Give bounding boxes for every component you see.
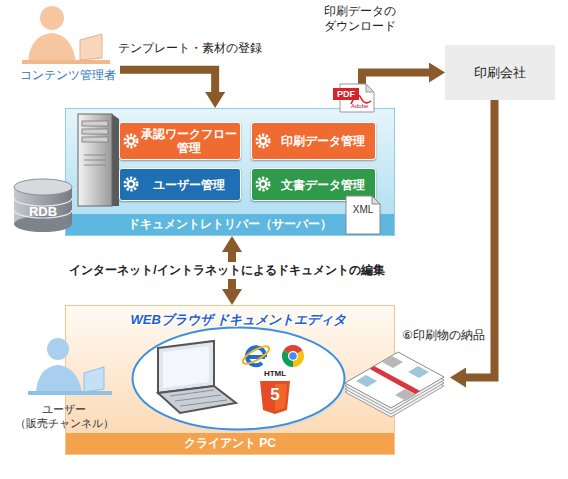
node-label: 印刷データ管理	[281, 134, 365, 148]
node-label: XML	[345, 204, 381, 215]
paper-sheet	[345, 352, 444, 408]
person-body	[36, 365, 82, 392]
chrome-logo	[283, 345, 302, 356]
node-label: 承認ワークフロー 管理	[140, 127, 238, 155]
node-label: WEBブラウザ ドキュメントエディタ	[101, 311, 376, 329]
desk	[22, 60, 110, 64]
laptop-keyboard	[158, 386, 236, 413]
pdf-tag	[333, 88, 359, 100]
node-label: 文書データ管理	[281, 178, 365, 192]
chrome-logo	[293, 351, 304, 368]
paper-sheet	[345, 361, 444, 417]
paper-block	[408, 366, 429, 378]
chrome-logo	[289, 352, 297, 360]
arrow-connector	[228, 246, 236, 295]
laptop-screen	[84, 367, 104, 392]
drive-bay	[82, 137, 108, 142]
paper-block	[356, 375, 377, 387]
company-box: 印刷会社	[445, 45, 555, 100]
edge-label: 印刷データの ダウンロード	[315, 4, 405, 34]
server-tower	[78, 114, 112, 206]
module-box: ユーザー管理	[119, 168, 241, 201]
person-body	[28, 33, 76, 62]
module-box: 印刷データ管理	[251, 122, 376, 160]
tower-line	[84, 160, 106, 161]
keyboard-row	[175, 395, 221, 401]
node-outline	[345, 195, 381, 235]
edge-label: インターネット/イントラネットによるドキュメントの編集	[66, 262, 387, 279]
node-label: クライアント PC	[66, 433, 394, 454]
arrow-connector	[120, 70, 215, 98]
person-node: コンテンツ管理者	[15, 0, 120, 82]
drive-bay	[82, 129, 108, 134]
chrome-logo	[288, 351, 298, 361]
adobe-swirl	[351, 95, 371, 104]
ie-logo	[247, 355, 265, 359]
node-label: 印刷会社	[474, 64, 526, 82]
gear-icon	[257, 135, 269, 147]
gear-icon	[257, 178, 269, 190]
laptop-screen	[80, 34, 102, 60]
browser-oval-outline	[133, 328, 345, 430]
gear-icon	[125, 178, 137, 190]
chrome-logo	[282, 351, 293, 368]
document-fold	[372, 196, 380, 204]
tower-line	[84, 165, 106, 166]
pdf-icon	[340, 84, 374, 112]
pdf-fold	[366, 84, 374, 92]
html5-shield	[275, 384, 287, 411]
paper-sheet	[345, 358, 444, 414]
node-label: ドキュメントレトリバー（サーバー）	[66, 214, 394, 235]
person-head	[40, 6, 64, 30]
gear-icon	[259, 180, 267, 188]
gear-hole	[261, 182, 265, 186]
paper-sheet	[345, 355, 444, 411]
gear-icon	[127, 137, 135, 145]
paper-block	[382, 356, 403, 368]
node-label: ⑥印刷物の納品	[402, 327, 485, 344]
node-label: コンテンツ管理者	[20, 68, 116, 82]
arrow-connector	[460, 100, 495, 378]
icon-text: PDF	[333, 88, 359, 100]
cylinder-top	[14, 179, 72, 195]
printout-stack: ⑥印刷物の納品	[340, 325, 450, 430]
paper-block	[395, 389, 416, 401]
desk	[28, 391, 112, 395]
server-side	[112, 114, 119, 206]
edge-label: テンプレート・素材の登録	[118, 40, 262, 57]
module-box: 承認ワークフロー 管理	[119, 122, 241, 160]
document-icon: XML	[345, 195, 381, 235]
laptop-screen	[158, 341, 214, 393]
edge-group	[120, 70, 495, 378]
database-cylinder: RDB	[12, 178, 74, 233]
client-band: クライアント PCWEBブラウザ ドキュメントエディタ	[65, 305, 395, 455]
drive-bay	[82, 121, 108, 126]
browser-oval: WEBブラウザ ドキュメントエディタ	[131, 326, 346, 431]
gear-icon	[125, 135, 137, 147]
person-node: ユーザー （販売チャンネル）	[8, 333, 120, 430]
gear-hole	[129, 182, 133, 186]
gear-icon	[259, 137, 267, 145]
ie-logo	[247, 347, 265, 365]
node-label: RDB	[12, 204, 74, 219]
gear-hole	[261, 139, 265, 143]
node-outline	[131, 326, 346, 431]
ie-orbit	[241, 343, 272, 367]
keyboard-row	[180, 400, 227, 406]
laptop-display	[163, 346, 209, 388]
keyboard-row	[170, 390, 214, 396]
gear-icon	[127, 180, 135, 188]
person-head	[47, 338, 69, 360]
gear-hole	[129, 139, 133, 143]
tower-line	[84, 155, 106, 156]
arrow-connector	[362, 73, 435, 109]
html5-shield	[260, 381, 290, 414]
node-label: ユーザー （販売チャンネル）	[8, 402, 120, 430]
node-label: ユーザー管理	[153, 178, 225, 192]
paper-stripe	[370, 366, 420, 394]
document-outline	[346, 196, 380, 234]
